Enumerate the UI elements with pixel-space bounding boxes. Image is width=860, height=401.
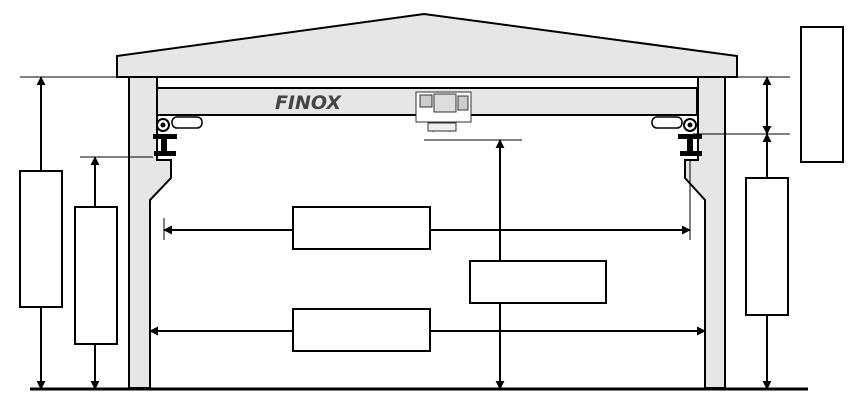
box-lifting-height bbox=[469, 260, 607, 304]
hoist-trolley bbox=[415, 91, 476, 141]
brand-logo: FINOX bbox=[275, 92, 342, 114]
box-total-height bbox=[19, 170, 63, 308]
box-building-width bbox=[292, 308, 431, 352]
box-rail-gap bbox=[745, 177, 789, 316]
roof bbox=[116, 12, 738, 78]
left-end-carriage bbox=[153, 116, 203, 156]
right-end-carriage bbox=[651, 116, 702, 156]
box-roof-clearance bbox=[800, 26, 844, 163]
box-rail-height bbox=[74, 206, 118, 345]
right-wall bbox=[684, 76, 726, 389]
box-span bbox=[292, 206, 431, 250]
